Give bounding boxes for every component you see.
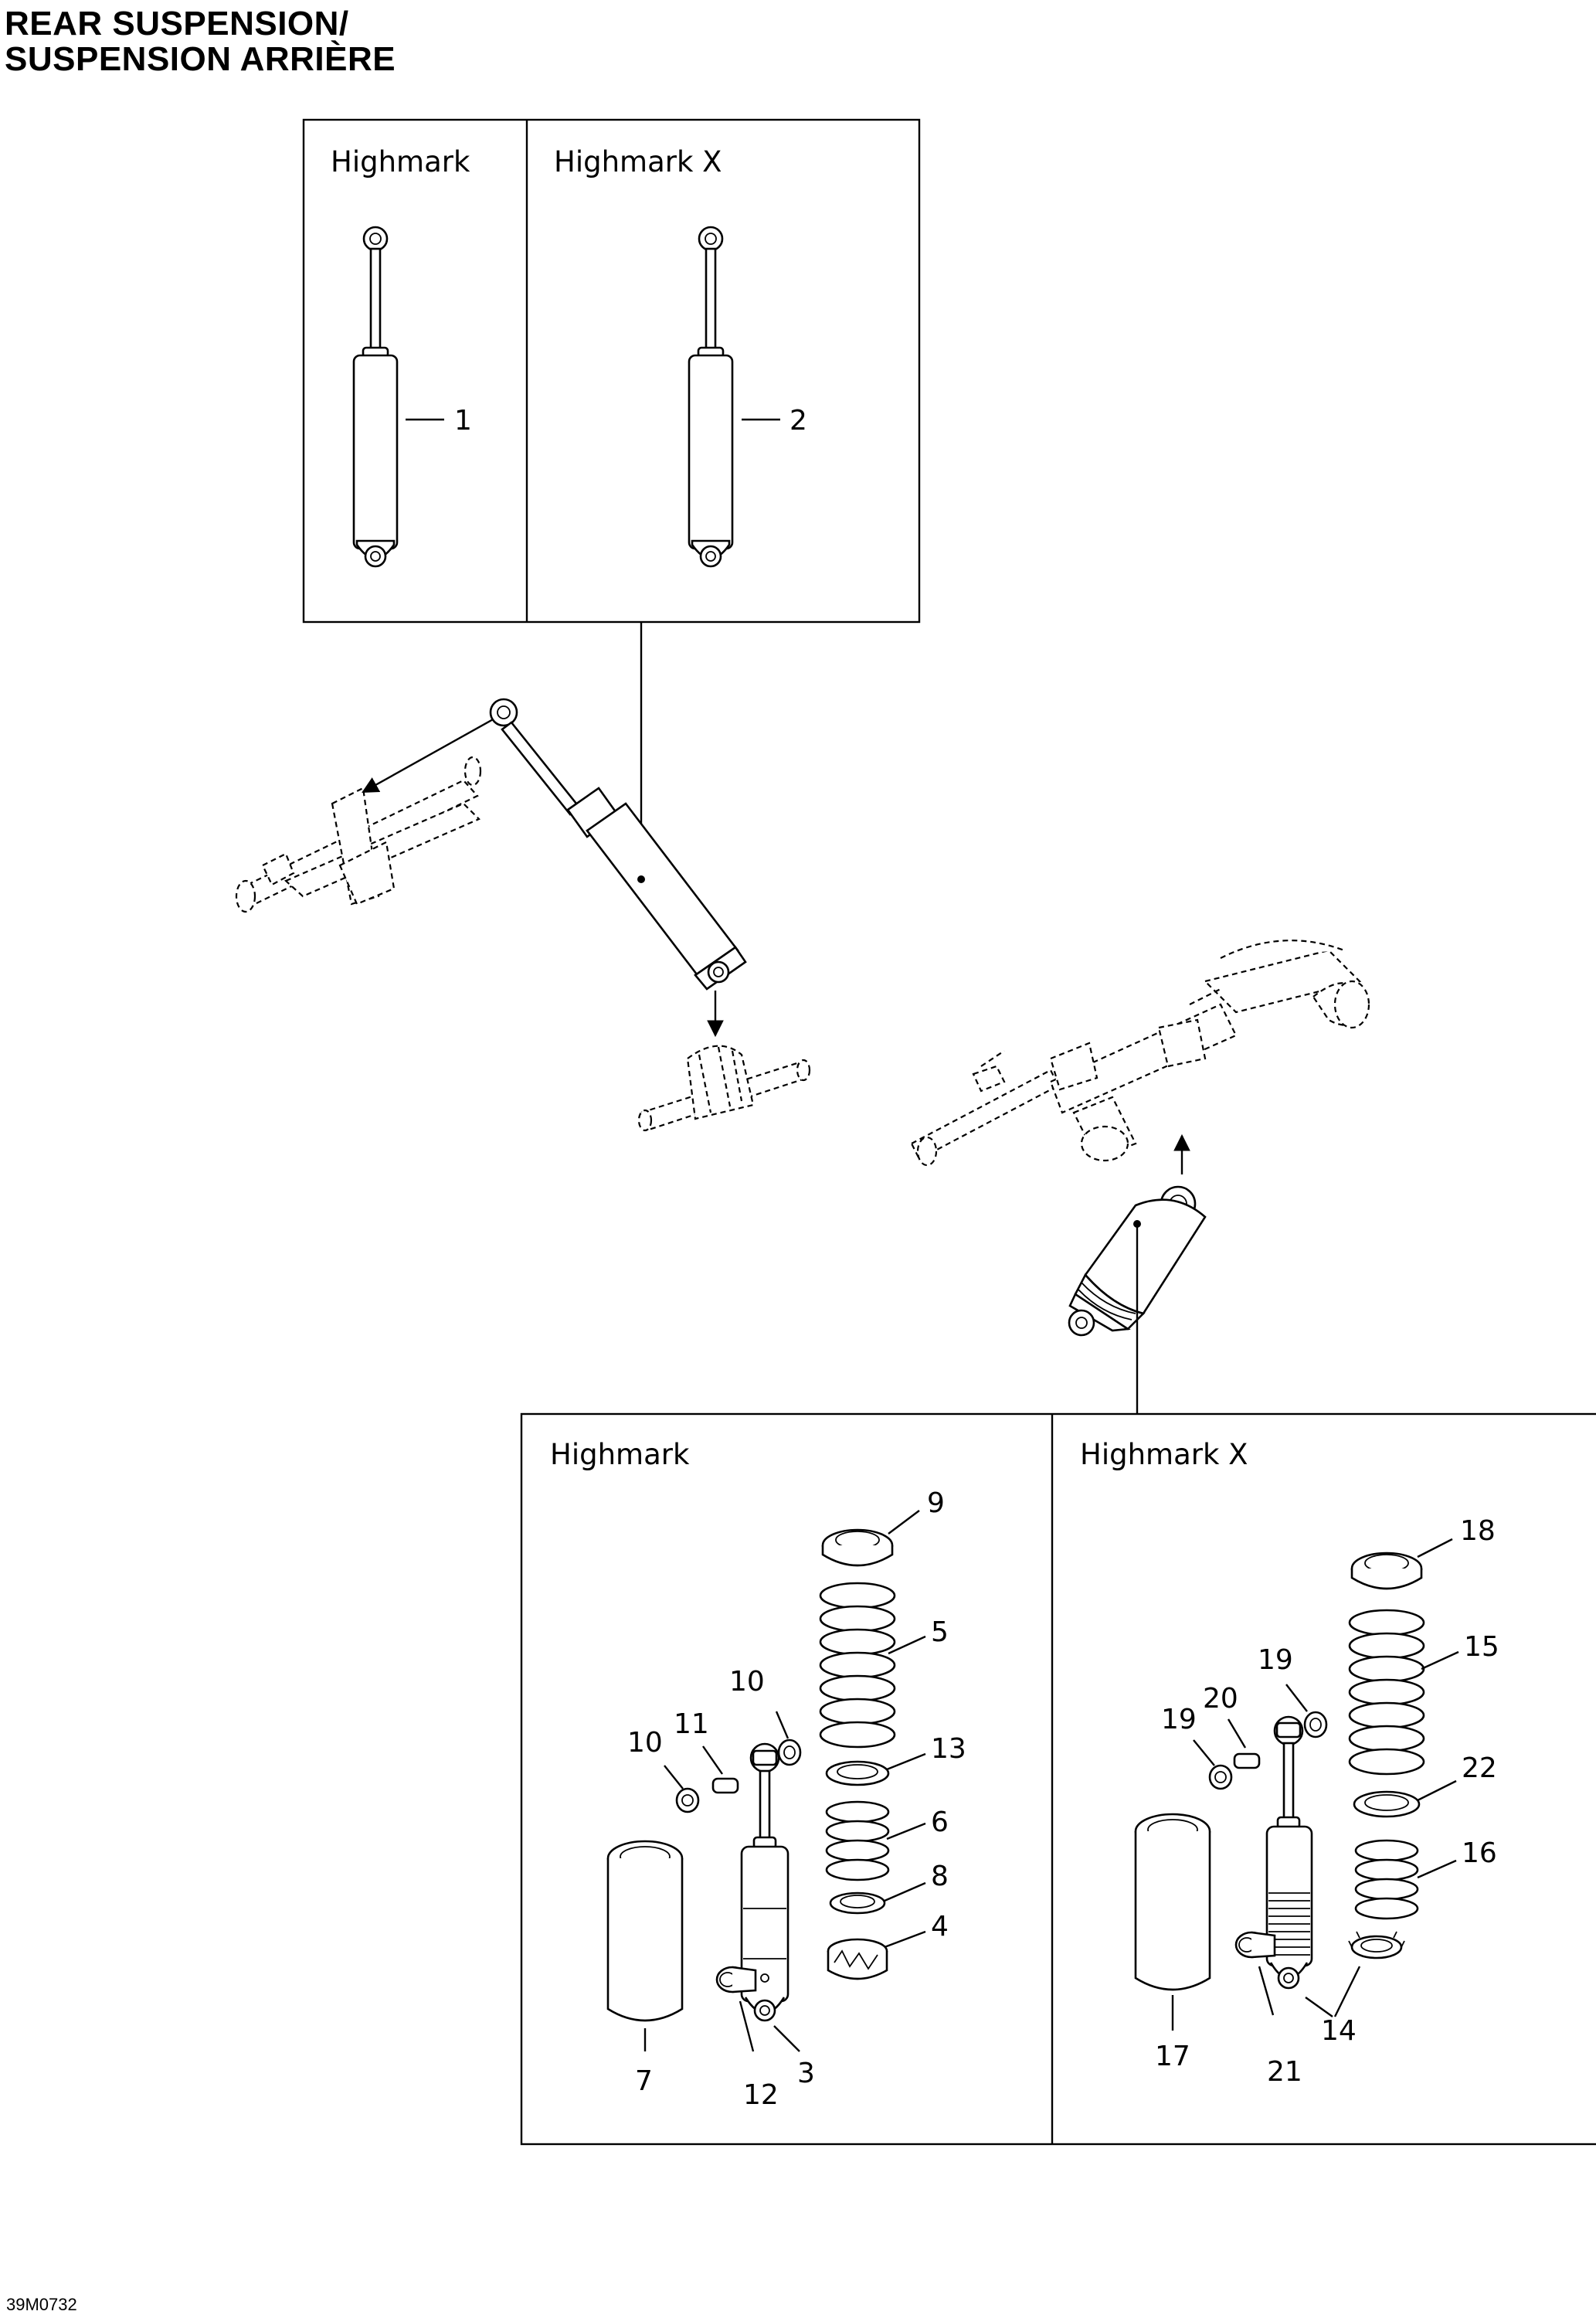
part-11-sleeve — [702, 1745, 739, 1794]
shock-absorber-2 — [688, 226, 780, 568]
part-16-secondary-spring — [1354, 1839, 1457, 1920]
shock-absorber-1 — [352, 226, 444, 568]
part-7-protector-sleeve — [606, 1840, 684, 2051]
part-14-adjuster-nut — [1348, 1931, 1405, 1959]
front-arm-assembly — [235, 698, 811, 1132]
callout-5: 5 — [931, 1616, 949, 1648]
front-shock-absorber — [489, 698, 747, 991]
part-19-bushing-left — [1193, 1739, 1233, 1790]
callout-4: 4 — [931, 1911, 949, 1942]
part-22-spacer-ring — [1353, 1779, 1457, 1818]
callout-8: 8 — [931, 1861, 949, 1892]
rear-arm-assembly — [910, 940, 1370, 1337]
callout-16: 16 — [1462, 1837, 1497, 1869]
callout-10b: 10 — [627, 1727, 663, 1759]
callout-14: 14 — [1321, 2015, 1357, 2047]
callout-18: 18 — [1460, 1515, 1496, 1547]
part-5-main-spring — [819, 1582, 926, 1749]
bottom-left-panel-title: Highmark — [550, 1438, 690, 1471]
part-13-spacer-ring — [825, 1752, 926, 1786]
bottom-panel-group: Highmark Highmark X — [520, 1412, 1596, 2146]
rear-shock-absorber — [1068, 1185, 1207, 1337]
figure-code: 39M0732 — [6, 2295, 77, 2314]
callout-19a: 19 — [1258, 1644, 1293, 1676]
bottom-right-parts: 18 15 22 16 — [1134, 1515, 1499, 2088]
callout-15: 15 — [1464, 1631, 1499, 1663]
top-panel-frame — [302, 118, 921, 624]
callout-21: 21 — [1267, 2056, 1302, 2088]
callout-9: 9 — [927, 1487, 945, 1519]
part-8-washer — [829, 1881, 926, 1915]
callout-12: 12 — [743, 2079, 779, 2111]
part-10-bushing-left — [664, 1765, 700, 1813]
callout-17: 17 — [1155, 2041, 1190, 2072]
part-10-bushing-right — [775, 1711, 802, 1766]
top-left-panel-title: Highmark — [331, 145, 470, 178]
callout-3: 3 — [797, 2058, 815, 2089]
callout-11: 11 — [674, 1708, 709, 1740]
bottom-right-panel-title: Highmark X — [1080, 1438, 1248, 1471]
page-title-line-1: REAR SUSPENSION/ — [5, 5, 349, 42]
callout-19b: 19 — [1161, 1704, 1197, 1735]
part-21-bushing — [1234, 1931, 1276, 2016]
callout-20: 20 — [1203, 1683, 1238, 1715]
part-19-bushing-right — [1285, 1684, 1328, 1738]
callout-7: 7 — [635, 2065, 653, 2097]
part-4-adjuster-cam — [827, 1930, 926, 1980]
part-15-main-spring — [1348, 1609, 1459, 1776]
bottom-left-parts: 9 5 13 6 — [606, 1487, 966, 2111]
bottom-panel-frame — [520, 1412, 1596, 2146]
part-20-sleeve — [1227, 1718, 1261, 1769]
page-title-line-2: SUSPENSION ARRIÈRE — [5, 40, 396, 78]
part-18-spring-stopper — [1350, 1538, 1453, 1590]
top-right-panel-title: Highmark X — [554, 145, 722, 178]
callout-6: 6 — [931, 1806, 949, 1838]
part-9-spring-stopper — [821, 1510, 920, 1567]
part-17-protector-sleeve — [1134, 1813, 1211, 2031]
callout-13: 13 — [931, 1733, 966, 1765]
part-3-shock-body — [740, 1742, 800, 2052]
top-panel-group: Highmark Highmark X 1 2 — [302, 118, 921, 624]
callout-22: 22 — [1462, 1752, 1497, 1784]
callout-1: 1 — [454, 405, 472, 437]
part-12-bushing — [715, 1966, 757, 2052]
callout-10a: 10 — [729, 1666, 765, 1698]
part-6-secondary-spring — [825, 1800, 926, 1881]
callout-2: 2 — [790, 405, 807, 437]
part-14-shock-body — [1265, 1715, 1361, 2017]
